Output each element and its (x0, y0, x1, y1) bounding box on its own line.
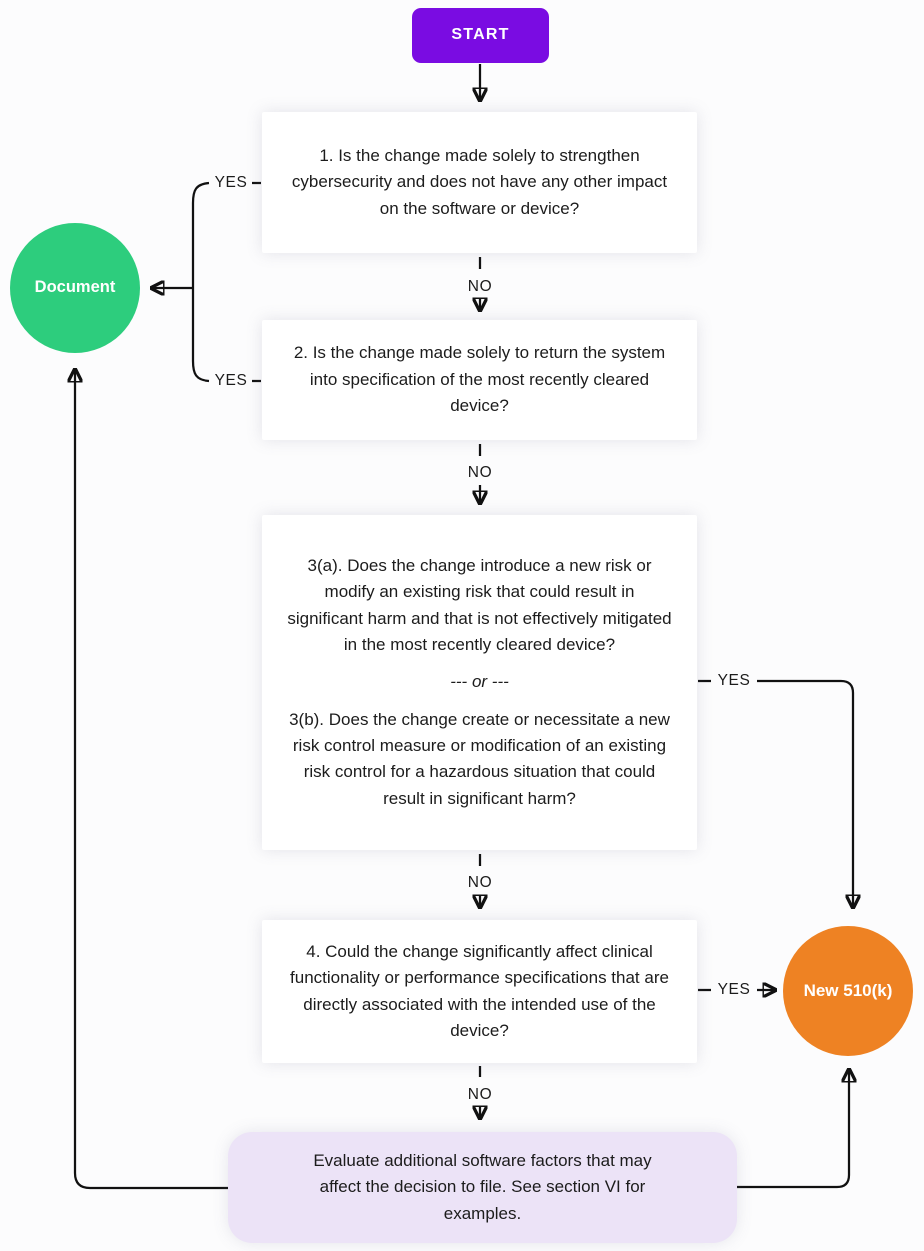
or-separator: --- or --- (450, 672, 509, 692)
yes-bracket (191, 181, 210, 383)
no-label-q2: NO (467, 464, 493, 481)
yes-label-q2: YES (214, 372, 248, 389)
yes-label-q3: YES (717, 672, 751, 689)
question-2-text: 2. Is the change made solely to return t… (293, 343, 666, 416)
question-4-text: 4. Could the change significantly affect… (290, 941, 669, 1040)
no-label-q3: NO (467, 874, 493, 891)
question-2-box: 2. Is the change made solely to return t… (262, 320, 697, 440)
question-1-text: 1. Is the change made solely to strength… (291, 145, 668, 218)
evaluate-box: Evaluate additional software factors tha… (228, 1132, 737, 1243)
evaluate-text: Evaluate additional software factors tha… (313, 1150, 652, 1223)
question-3a-text: 3(a). Does the change introduce a new ri… (287, 555, 672, 654)
question-3b-text: 3(b). Does the change create or necessit… (289, 709, 670, 808)
arrow-evaluate-to-new510k (737, 1071, 849, 1189)
arrow-evaluate-to-document (75, 371, 228, 1190)
question-1-box: 1. Is the change made solely to strength… (262, 112, 697, 253)
document-node: Document (10, 223, 140, 353)
start-node: START (412, 8, 549, 63)
yes-label-q1: YES (214, 174, 248, 191)
question-4-box: 4. Could the change significantly affect… (262, 920, 697, 1063)
question-3-box: 3(a). Does the change introduce a new ri… (262, 515, 697, 850)
arrow-q3-yes-to-new510k (757, 679, 853, 906)
yes-label-q4: YES (717, 981, 751, 998)
new-510k-node: New 510(k) (783, 926, 913, 1056)
no-label-q4: NO (467, 1086, 493, 1103)
no-label-q1: NO (467, 278, 493, 295)
